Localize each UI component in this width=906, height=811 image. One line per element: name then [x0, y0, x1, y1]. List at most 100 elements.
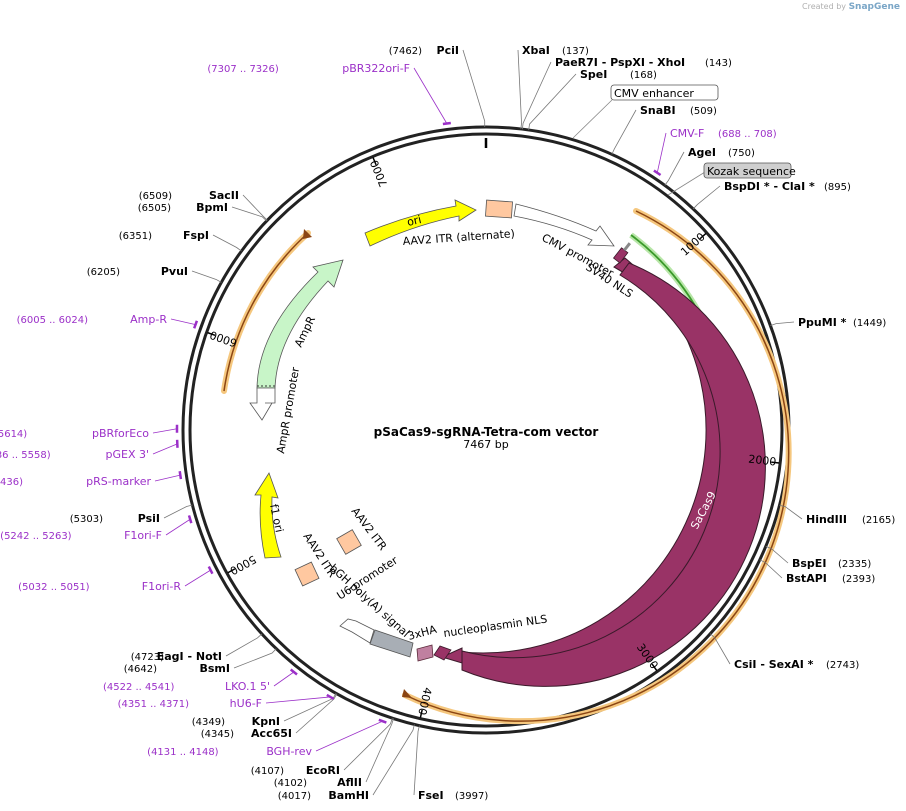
tick-mark [699, 232, 707, 240]
feature-bgh-polya[interactable] [369, 629, 414, 658]
feature-cmv-promoter[interactable] [513, 203, 615, 247]
site-name[interactable]: FspI [183, 229, 209, 242]
site-position: (3997) [455, 791, 488, 802]
watermark-prefix: Created by [802, 2, 847, 11]
site-name[interactable]: AgeI [688, 146, 716, 159]
site-name[interactable]: BspEI [792, 557, 826, 570]
plasmid-length: 7467 bp [463, 438, 508, 451]
primer-leader [170, 318, 196, 325]
site-position: (4017) [278, 791, 311, 802]
feature-kozak-marker[interactable] [623, 242, 632, 252]
primers-group: pBR322ori-F(7307 .. 7326)CMV-F(688 .. 70… [0, 62, 777, 758]
site-name[interactable]: SpeI [580, 68, 607, 81]
site-position: (1449) [853, 318, 886, 329]
site-name[interactable]: PvuI [161, 265, 188, 278]
site-name[interactable]: CsiI - SexAI * [734, 658, 814, 671]
feature-3xha[interactable] [416, 644, 434, 662]
site-position: (4107) [251, 766, 284, 777]
site-position: (137) [562, 46, 589, 57]
feature-u6-promoter[interactable] [339, 618, 375, 644]
site-name[interactable]: SnaBI [640, 104, 676, 117]
snapgene-logo: SnapGene [848, 2, 900, 12]
site-name[interactable]: XbaI [522, 44, 550, 57]
site-leader [372, 724, 415, 796]
feature-aav2-itr-2[interactable] [336, 529, 362, 555]
primer-range: (4522 .. 4541) [103, 682, 175, 693]
site-leader [664, 151, 685, 186]
feature-sacas9[interactable]: SaCas9 [440, 257, 766, 687]
primer-name[interactable]: pGEX 3' [105, 448, 149, 461]
site-position: (4642) [124, 664, 157, 675]
site-leader [692, 185, 721, 210]
site-name[interactable]: PciI [437, 44, 459, 57]
label-cmv-enhancer: CMV enhancer [614, 87, 694, 100]
primer-leader [165, 518, 191, 536]
site-leader [779, 504, 803, 520]
orf-arrowhead [402, 689, 412, 698]
site-name[interactable]: FseI [418, 789, 444, 802]
primer-range: (4351 .. 4371) [118, 699, 190, 710]
site-name[interactable]: KpnI [252, 715, 280, 728]
primer-leader [184, 569, 211, 587]
feature-ampr-promoter[interactable] [249, 387, 276, 421]
site-name[interactable]: Acc65I [251, 727, 292, 740]
label-aav2-itr-alternate: AAV2 ITR (alternate) [402, 227, 515, 248]
primer-range: (5417 .. 5436) [0, 477, 23, 488]
tick-mark [372, 157, 377, 166]
site-name[interactable]: EcoRI [306, 764, 340, 777]
primer-name[interactable]: CMV-F [670, 127, 704, 140]
feature-nucleoplasmin-nls[interactable] [433, 645, 452, 661]
site-name[interactable]: BamHI [328, 789, 369, 802]
tick-label: 2000 [748, 453, 777, 469]
site-leader [521, 61, 552, 130]
tick-mark [771, 461, 780, 464]
site-leader [295, 693, 338, 734]
cmv-enhancer-box [610, 84, 719, 101]
sacas9-body [461, 262, 766, 687]
site-name[interactable]: BpmI [196, 201, 228, 214]
primer-name[interactable]: pBR322ori-F [342, 62, 410, 75]
site-leader [191, 270, 222, 283]
primer-range: (5032 .. 5051) [18, 582, 90, 593]
primer-range: (7307 .. 7326) [207, 64, 279, 75]
site-name[interactable]: AflII [337, 776, 362, 789]
site-leader [242, 194, 268, 221]
site-name[interactable]: BspDI * - ClaI * [724, 180, 815, 193]
primer-leader [273, 671, 295, 687]
feature-ori[interactable] [364, 199, 477, 247]
site-name[interactable]: PaeR7I - PspXI - XhoI [555, 56, 685, 69]
site-name[interactable]: HindIII [806, 513, 847, 526]
primer-marker [178, 471, 183, 480]
site-name[interactable]: SacII [209, 189, 239, 202]
primer-leader [152, 443, 178, 455]
site-leader [528, 73, 577, 131]
site-name[interactable]: PpuMI * [798, 316, 847, 329]
site-position: (4345) [201, 729, 234, 740]
site-position: (4349) [192, 717, 225, 728]
label-3xha: 3xHA [406, 623, 438, 643]
site-position: (7462) [389, 46, 422, 57]
site-position: (168) [630, 70, 657, 81]
primer-name[interactable]: pBRforEco [92, 427, 149, 440]
feature-f1-ori[interactable] [254, 472, 282, 559]
site-name[interactable]: EagI - NotI [157, 650, 222, 663]
site-name[interactable]: BstAPI [786, 572, 827, 585]
primer-name[interactable]: F1ori-F [124, 529, 162, 542]
site-name[interactable]: BsmI [200, 662, 231, 675]
feature-aav2-itr-alternate[interactable] [485, 199, 513, 219]
primer-name[interactable]: F1ori-R [142, 580, 182, 593]
primer-name[interactable]: BGH-rev [266, 745, 312, 758]
site-name[interactable]: PsiI [138, 512, 160, 525]
primer-name[interactable]: pRS-marker [86, 475, 151, 488]
primer-name[interactable]: hU6-F [230, 697, 262, 710]
site-position: (2393) [842, 574, 875, 585]
feature-aav2-itr-3[interactable] [294, 561, 320, 587]
feature-ampr[interactable] [256, 259, 344, 389]
primer-name[interactable]: Amp-R [130, 313, 167, 326]
site-leader [231, 206, 267, 222]
primer-name[interactable]: LKO.1 5' [225, 680, 270, 693]
site-position: (5303) [70, 514, 103, 525]
tick-mark [207, 331, 216, 336]
